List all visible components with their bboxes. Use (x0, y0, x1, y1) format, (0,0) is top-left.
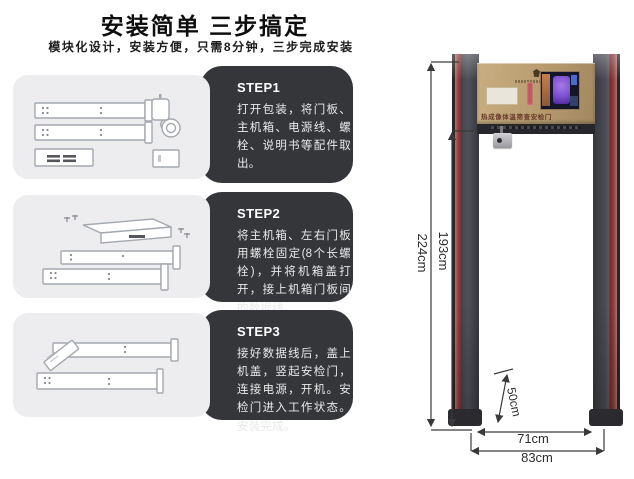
step2-illustration (13, 195, 210, 298)
dim-label-outer-width: 83cm (521, 450, 553, 465)
thermal-screen (540, 71, 580, 110)
thermal-statusbar (570, 96, 578, 106)
step-card-1: STEP1 打开包装，将门板、主机箱、电源线、螺栓、说明书等配件取出。 (13, 66, 353, 183)
assembled-door-icon (36, 338, 179, 394)
info-label (486, 87, 518, 105)
step-card-3: STEP3 接好数据线后，盖上机盖，竖起安检门，连接电源，开机。安检门进入工作状… (13, 310, 353, 433)
step-label: STEP2 (237, 206, 281, 221)
vent-grille (491, 126, 581, 129)
step-text: 打开包装，将门板、主机箱、电源线、螺栓、说明书等配件取出。 (237, 104, 351, 171)
step-box (200, 192, 353, 302)
page-title: 安装简单 三步搞定 (100, 13, 310, 39)
step-text: 接好数据线后，盖上机盖，竖起安检门，连接电源，开机。安检门进入工作状态。安装完成… (237, 348, 351, 433)
thermal-figure (553, 76, 570, 104)
dim-label-inner-height: 193cm (436, 231, 451, 271)
step-label: STEP3 (237, 324, 281, 339)
dimension-lines (426, 61, 605, 456)
thermal-sidebar (542, 74, 550, 106)
step3-illustration (13, 313, 210, 417)
brand-logo-icon (533, 69, 540, 77)
detector-left-foot (448, 409, 482, 426)
camera-lens-icon (497, 138, 502, 143)
detector-right-foot (589, 409, 623, 426)
dim-label-inner-width: 71cm (517, 431, 549, 446)
unpacked-parts-icon (34, 94, 181, 168)
detector-underside (477, 124, 595, 134)
step-box (200, 310, 353, 420)
step-text: 将主机箱、左右门板用螺栓固定(8个长螺栓)，并将机箱盖打开，接上机箱门板间的数据… (237, 230, 351, 315)
detector-left-post (452, 54, 479, 412)
detector-right-post (593, 54, 620, 412)
page-subtitle: 模块化设计，安装方便，只需8分钟，三步完成安装 (48, 40, 354, 54)
panel-title: 热成像体温筛查安检门 (481, 114, 552, 121)
thermal-camera-icon (493, 133, 512, 148)
camera-bracket (500, 126, 503, 134)
dim-label-total-height: 224cm (415, 233, 430, 273)
step-card-2: STEP2 将主机箱、左右门板用螺栓固定(8个长螺栓)，并将机箱盖打开，接上机箱… (13, 192, 353, 315)
seal-strip (527, 82, 533, 105)
detector-header-panel: 热成像体温筛查安检门 (477, 63, 595, 124)
bolt-panels-icon (42, 215, 190, 291)
step-label: STEP1 (237, 80, 281, 95)
thermal-widget (571, 75, 577, 85)
step-box (200, 66, 353, 183)
brand-microtext (515, 80, 559, 83)
step1-illustration (13, 75, 210, 179)
